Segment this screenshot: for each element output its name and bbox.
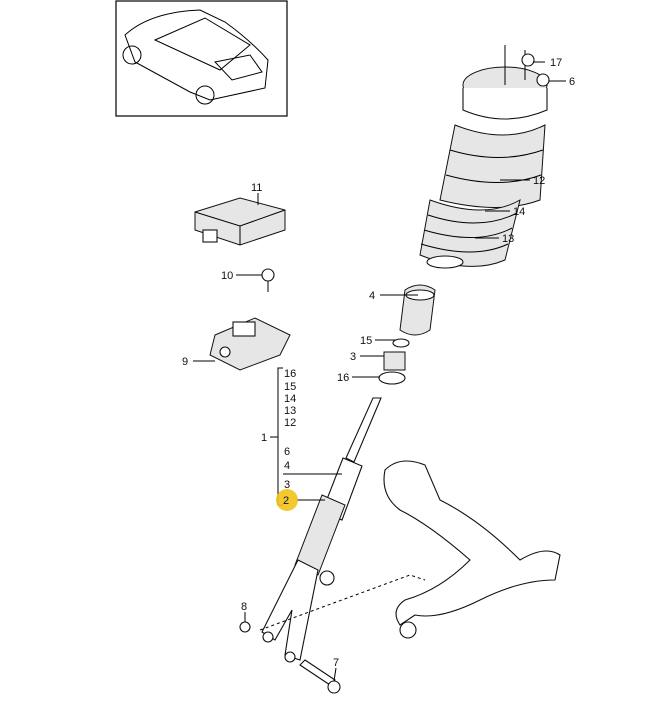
callout-9[interactable]: 9 bbox=[182, 356, 188, 368]
callout-1[interactable]: 1 bbox=[261, 432, 267, 444]
screw-10 bbox=[261, 268, 275, 292]
assembly-item[interactable]: 12 bbox=[284, 417, 296, 429]
assembly-list: 16 15 14 13 12 6 4 3 2 bbox=[283, 368, 296, 507]
assembly-item[interactable]: 16 bbox=[284, 368, 296, 380]
ring-15 bbox=[392, 338, 410, 348]
ring-16 bbox=[378, 371, 406, 385]
vehicle-thumbnail bbox=[115, 0, 288, 117]
highlight-marker[interactable] bbox=[276, 489, 298, 511]
assembly-item-highlighted[interactable]: 2 bbox=[283, 495, 289, 507]
assembly-item[interactable]: 4 bbox=[284, 460, 290, 472]
shock-absorber bbox=[261, 397, 382, 663]
assembly-item[interactable]: 3 bbox=[284, 479, 290, 491]
callout-13[interactable]: 13 bbox=[502, 233, 514, 245]
bolt-7 bbox=[299, 659, 341, 694]
bellows bbox=[419, 198, 521, 269]
callout-6[interactable]: 6 bbox=[569, 76, 575, 88]
nut-8 bbox=[239, 621, 251, 633]
assembly-item[interactable]: 6 bbox=[284, 446, 290, 458]
callout-4[interactable]: 4 bbox=[369, 290, 375, 302]
callout-15[interactable]: 15 bbox=[360, 335, 372, 347]
callout-10[interactable]: 10 bbox=[221, 270, 233, 282]
bushing-3 bbox=[383, 351, 406, 371]
assembly-item[interactable]: 14 bbox=[284, 393, 296, 405]
callout-14[interactable]: 14 bbox=[513, 206, 525, 218]
control-arm bbox=[383, 460, 561, 639]
assembly-item[interactable]: 13 bbox=[284, 405, 296, 417]
control-unit bbox=[194, 197, 286, 246]
sensor-bracket bbox=[209, 317, 291, 371]
bump-stop bbox=[399, 284, 436, 336]
callout-17[interactable]: 17 bbox=[550, 57, 562, 69]
callout-8[interactable]: 8 bbox=[241, 601, 247, 613]
callout-3[interactable]: 3 bbox=[350, 351, 356, 363]
callout-7[interactable]: 7 bbox=[333, 657, 339, 669]
callout-11[interactable]: 11 bbox=[251, 182, 262, 194]
guide-line bbox=[259, 574, 426, 631]
assembly-item[interactable]: 15 bbox=[284, 381, 296, 393]
callout-12[interactable]: 12 bbox=[533, 175, 545, 187]
air-spring bbox=[439, 45, 550, 208]
callout-16[interactable]: 16 bbox=[337, 372, 349, 384]
